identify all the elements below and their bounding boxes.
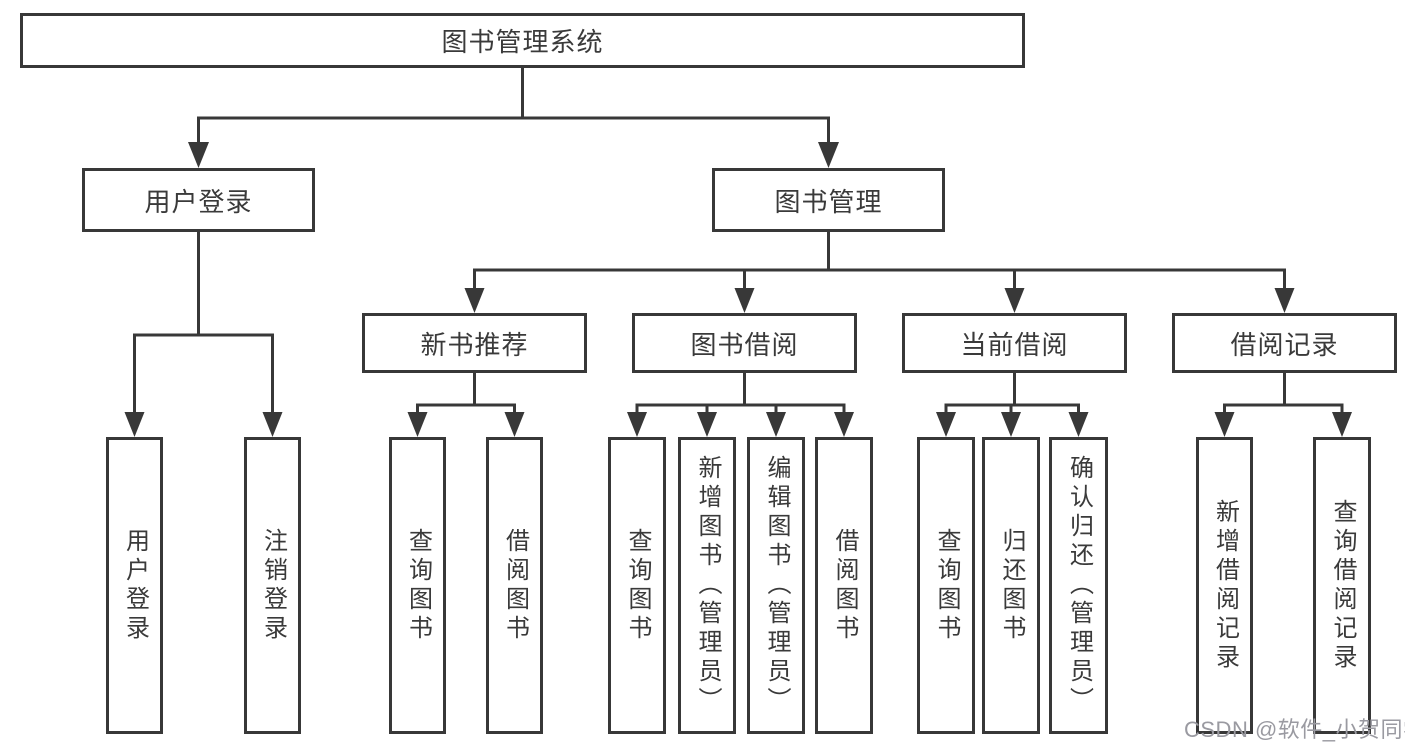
connector-borrow-record-to-children [1214,373,1352,437]
node-borrow-record-label: 借阅记录 [1230,329,1339,360]
connector-new-book-recommend-to-children [407,373,525,437]
leaf-borrow-book-recommend: 借阅图书 [486,437,543,734]
node-book-borrow-label: 图书借阅 [690,329,799,360]
node-root-label: 图书管理系统 [441,27,604,57]
connector-root-to-level2 [188,68,839,168]
leaf-edit-book-admin-label: 编辑图书（管理员） [763,455,790,716]
leaf-query-book-current-label: 查询图书 [933,527,960,644]
leaf-query-book-current: 查询图书 [917,437,975,734]
leaf-add-book-admin: 新增图书（管理员） [678,437,736,734]
leaf-logout: 注销登录 [244,437,301,734]
leaf-add-book-admin-label: 新增图书（管理员） [694,455,721,716]
node-current-borrow-label: 当前借阅 [960,329,1069,360]
leaf-borrow-book-label: 借阅图书 [831,527,858,644]
leaf-query-book-borrow-label: 查询图书 [624,527,651,644]
watermark: CSDN @软件_小贺同学 [1184,717,1405,742]
node-book-management-label: 图书管理 [774,186,883,217]
leaf-query-borrow-record-label: 查询借阅记录 [1329,498,1356,673]
leaf-return-book-label: 归还图书 [998,527,1025,644]
leaf-user-login-label: 用户登录 [121,527,149,644]
leaf-confirm-return-admin: 确认归还（管理员） [1049,437,1108,734]
leaf-query-book-borrow: 查询图书 [608,437,666,734]
node-root: 图书管理系统 [20,13,1025,68]
node-user-login: 用户登录 [82,168,315,232]
leaf-query-book-recommend-label: 查询图书 [404,527,432,644]
node-book-borrow: 图书借阅 [632,313,857,373]
node-book-management: 图书管理 [712,168,945,232]
leaf-add-borrow-record: 新增借阅记录 [1196,437,1253,734]
node-borrow-record: 借阅记录 [1172,313,1397,373]
leaf-borrow-book-recommend-label: 借阅图书 [501,527,529,644]
leaf-return-book: 归还图书 [982,437,1040,734]
node-current-borrow: 当前借阅 [902,313,1127,373]
leaf-confirm-return-admin-label: 确认归还（管理员） [1065,455,1093,716]
node-user-login-label: 用户登录 [144,186,253,217]
leaf-add-borrow-record-label: 新增借阅记录 [1211,498,1239,673]
node-new-book-recommend-label: 新书推荐 [420,329,529,360]
connector-current-borrow-to-children [936,373,1089,437]
leaf-query-borrow-record: 查询借阅记录 [1313,437,1371,734]
leaf-logout-label: 注销登录 [259,527,287,644]
connector-user-login-to-children [124,232,283,437]
node-new-book-recommend: 新书推荐 [362,313,587,373]
connector-book-management-to-sections [464,232,1295,313]
leaf-borrow-book: 借阅图书 [815,437,873,734]
connector-book-borrow-to-children [627,373,854,437]
leaf-query-book-recommend: 查询图书 [389,437,446,734]
leaf-user-login: 用户登录 [106,437,163,734]
leaf-edit-book-admin: 编辑图书（管理员） [747,437,805,734]
